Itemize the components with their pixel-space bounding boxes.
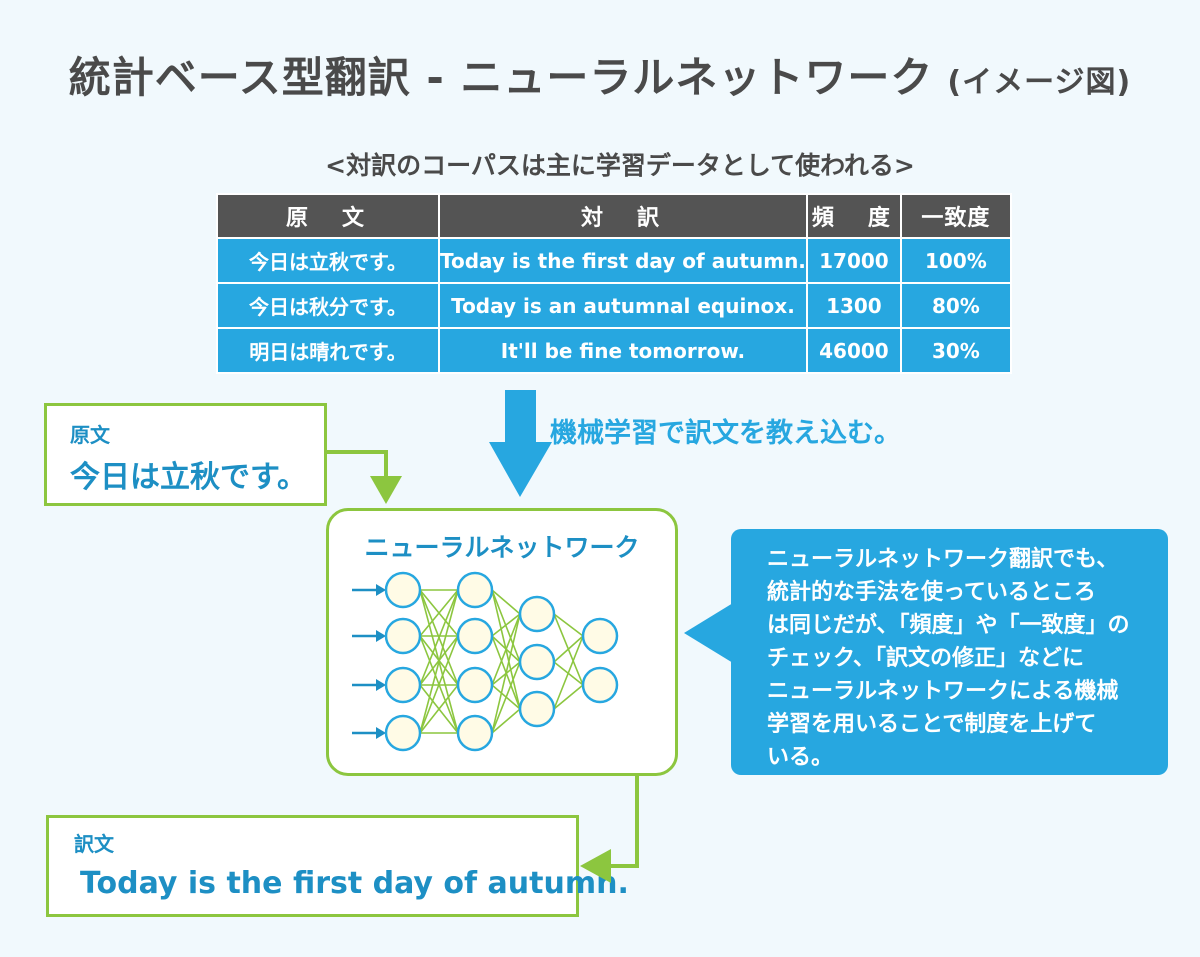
input-arrowhead <box>376 584 386 596</box>
connection-line <box>419 684 459 734</box>
cell-translation: Today is the first day of autumn. <box>438 237 808 284</box>
machine-learning-label: 機械学習で訳文を教え込む。 <box>550 418 901 449</box>
input-arrowhead <box>376 679 386 691</box>
neural-network-box <box>326 508 678 776</box>
neuron-node <box>518 643 556 681</box>
connection-line <box>553 613 584 637</box>
cell-translation: Today is an autumnal equinox. <box>438 282 808 329</box>
connection-line <box>553 635 584 710</box>
connection-line <box>491 589 521 615</box>
neuron-node <box>518 690 556 728</box>
connection-line <box>419 589 459 686</box>
cell-frequency: 1300 <box>805 282 902 329</box>
network-to-translation-arrowhead <box>580 849 611 883</box>
table-row: 今日は立秋です。 Today is the first day of autum… <box>216 237 1012 284</box>
cell-source: 明日は晴れです。 <box>216 327 440 374</box>
corpus-caption: <対訳のコーパスは主に学習データとして使われる> <box>325 151 915 180</box>
source-to-network-arrowhead <box>370 476 402 504</box>
connection-line <box>419 589 459 734</box>
machine-learning-arrow <box>489 390 552 497</box>
callout-line: チェック、「訳文の修正」などに <box>767 646 1085 671</box>
connection-line <box>491 661 521 734</box>
neuron-node <box>384 666 422 704</box>
callout-line: 統計的な手法を使っているところ <box>767 580 1096 605</box>
neuron-node <box>581 617 619 655</box>
connection-line <box>491 613 521 686</box>
callout-pointer <box>684 603 733 663</box>
neural-network-graph <box>352 571 619 752</box>
cell-match-rate: 100% <box>899 237 1012 284</box>
header-translation: 対 訳 <box>438 193 808 239</box>
page-title-sub: (イメージ図) <box>947 65 1132 100</box>
cell-source: 今日は秋分です。 <box>216 282 440 329</box>
neural-network-title: ニューラルネットワーク <box>364 533 640 562</box>
neuron-node <box>384 617 422 655</box>
source-sentence: 今日は立秋です。 <box>70 460 307 495</box>
header-frequency: 頻 度 <box>805 193 902 239</box>
network-to-translation-connector <box>608 776 639 868</box>
translation-box <box>46 815 579 917</box>
header-match-rate: 一致度 <box>899 193 1012 239</box>
callout-line: 学習を用いることで制度を上げて <box>767 712 1097 737</box>
neuron-node <box>456 617 494 655</box>
translation-sentence: Today is the first day of autumn. <box>80 866 629 901</box>
cell-translation: It'll be fine tomorrow. <box>438 327 808 374</box>
table-header-row: 原 文 対 訳 頻 度 一致度 <box>216 193 1012 239</box>
cell-match-rate: 30% <box>899 327 1012 374</box>
connection-line <box>491 613 521 637</box>
neuron-node <box>384 714 422 752</box>
connection-line <box>491 613 521 734</box>
table-row: 今日は秋分です。 Today is an autumnal equinox. 1… <box>216 282 1012 329</box>
source-label: 原文 <box>70 423 110 447</box>
cell-frequency: 46000 <box>805 327 902 374</box>
header-source: 原 文 <box>216 193 440 239</box>
corpus-table: 原 文 対 訳 頻 度 一致度 今日は立秋です。 Today is the fi… <box>216 193 1012 374</box>
neuron-node <box>518 595 556 633</box>
connection-line <box>419 589 459 637</box>
neuron-node <box>456 714 494 752</box>
cell-source: 今日は立秋です。 <box>216 237 440 284</box>
connection-line <box>553 684 584 710</box>
input-arrowhead <box>376 630 386 642</box>
page-title-main: 統計ベース型翻訳 - ニューラルネットワーク <box>68 53 934 102</box>
cell-frequency: 17000 <box>805 237 902 284</box>
table-row: 明日は晴れです。 It'll be fine tomorrow. 46000 3… <box>216 327 1012 374</box>
neuron-node <box>581 666 619 704</box>
translation-label: 訳文 <box>74 832 114 856</box>
callout-line: は同じだが、「頻度」や「一致度」の <box>767 613 1130 638</box>
page-title: 統計ベース型翻訳 - ニューラルネットワーク (イメージ図) <box>0 44 1200 105</box>
callout-line: ニューラルネットワークによる機械 <box>767 679 1119 704</box>
input-arrowhead <box>376 727 386 739</box>
cell-match-rate: 80% <box>899 282 1012 329</box>
source-text-box <box>44 403 327 506</box>
connection-line <box>553 635 584 663</box>
neuron-node <box>456 666 494 704</box>
callout-line: ニューラルネットワーク翻訳でも、 <box>767 547 1119 572</box>
callout-line: いる。 <box>767 745 834 770</box>
connection-line <box>491 708 521 734</box>
source-to-network-connector <box>327 450 388 478</box>
neuron-node <box>456 571 494 609</box>
explanation-callout: ニューラルネットワーク翻訳でも、 統計的な手法を使っているところ は同じだが、「… <box>731 529 1168 775</box>
connection-line <box>419 635 459 734</box>
neuron-node <box>384 571 422 609</box>
